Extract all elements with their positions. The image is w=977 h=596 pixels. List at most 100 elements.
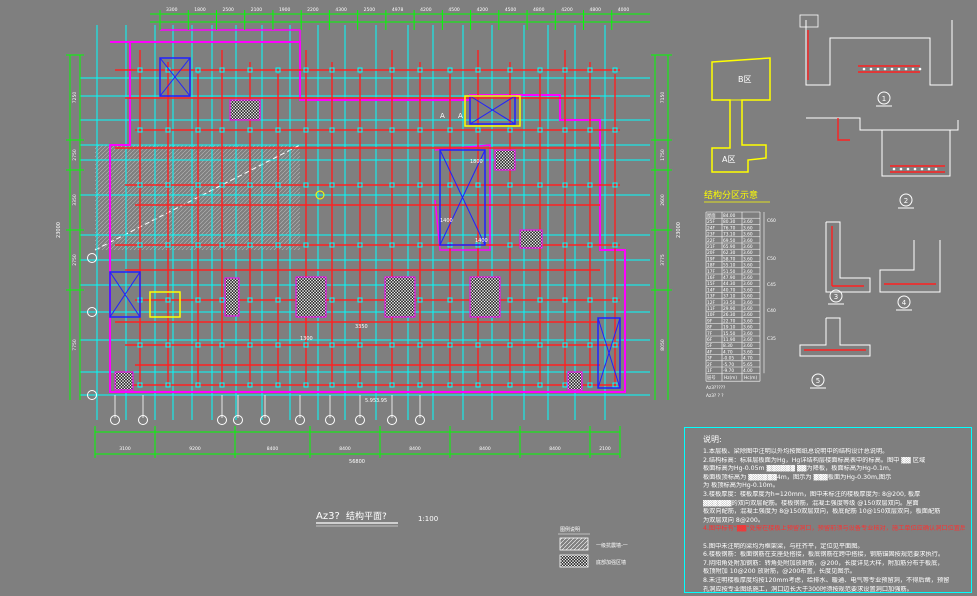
note-line: 3.楼板厚度：楼板厚度为h=120mm，图中未标注的楼板厚度为: 8@200, … — [703, 490, 921, 498]
column — [587, 182, 593, 188]
column — [562, 182, 568, 188]
hatch-light-icon — [559, 537, 589, 551]
table-cell-height: 3.60 — [743, 219, 753, 225]
table-cell-elev: 4.70 — [723, 349, 733, 355]
rebar-dot — [883, 67, 887, 71]
column — [612, 342, 618, 348]
column — [329, 67, 335, 73]
dimension-total-bottom: 56800 — [349, 459, 365, 465]
column — [587, 67, 593, 73]
table-cell-floor: 屋面 — [707, 213, 716, 219]
rebar-dot — [918, 67, 922, 71]
column — [389, 182, 395, 188]
column — [247, 242, 253, 248]
dimension-text-bottom: 2100 — [599, 446, 611, 452]
concrete-grade: C50 — [767, 256, 776, 262]
grid-bubble-icon — [355, 415, 365, 425]
note-line: 8.未注明楼板厚度均按120mm考虑，给排水、暖通、电气等专业预留洞，不得后凿，… — [703, 576, 950, 584]
column — [165, 182, 171, 188]
upper-wall — [160, 29, 301, 42]
column — [357, 342, 363, 348]
grid-bubble-icon — [217, 415, 227, 425]
shear-wall — [567, 371, 583, 391]
rebar-dot — [897, 67, 901, 71]
table-cell-height: 3.60 — [743, 337, 753, 343]
grid-bubble-icon — [138, 415, 148, 425]
legend-label: 底部加强区墙 — [596, 559, 626, 566]
grid-bubble-icon — [325, 415, 335, 425]
grid-bubble-icon — [415, 415, 425, 425]
detail-outline — [806, 117, 959, 131]
dimension-text-top: 4300 — [335, 7, 347, 13]
column — [219, 182, 225, 188]
column — [507, 242, 513, 248]
column — [612, 127, 618, 133]
dimension-text-top: 2500 — [222, 7, 234, 13]
detail-outline — [799, 317, 871, 357]
table-footer: Hc(m) — [744, 375, 757, 381]
table-cell-elev: 15.50 — [723, 331, 736, 337]
table-cell-height: 4.00 — [743, 368, 753, 374]
dimension-text-right: 8050 — [660, 339, 666, 351]
column — [417, 342, 423, 348]
table-cell-floor: 2F — [707, 362, 713, 368]
column — [562, 67, 568, 73]
detail-number: 5 — [816, 377, 820, 385]
rebar-dot — [911, 67, 915, 71]
column — [537, 297, 543, 303]
dimension-text-bottom: 8400 — [267, 446, 279, 452]
opening-cross — [439, 149, 486, 246]
table-cell-height: 3.60 — [743, 250, 753, 256]
column — [275, 297, 281, 303]
column — [562, 342, 568, 348]
column — [417, 182, 423, 188]
detail-bubble-icon — [811, 373, 825, 387]
column — [137, 242, 143, 248]
hatch-dark-icon — [559, 554, 589, 568]
table-cell-floor: 11F — [707, 306, 715, 312]
column — [507, 382, 513, 388]
column — [389, 382, 395, 388]
dimension-total-right: 23000 — [676, 222, 682, 238]
table-cell-height: 3.60 — [743, 244, 753, 250]
dimension-text-top: 4978 — [392, 7, 404, 13]
table-cell-elev: -0.05 — [723, 356, 734, 362]
detail-number: 4 — [902, 299, 907, 307]
column — [329, 382, 335, 388]
note-line: 7.阴阳角处附加钢筋：转角处附加放射筋，@200，长度详见大样，附加筋分布于板底… — [703, 559, 944, 567]
shear-wall — [295, 276, 327, 318]
plan-title-block: Az3?结构平面?1:100 — [316, 510, 438, 527]
rebar-dot — [899, 167, 903, 171]
column — [612, 182, 618, 188]
table-cell-height: 3.60 — [743, 238, 753, 244]
rebar-dot — [934, 167, 938, 171]
table-cell-elev: 73.10 — [723, 232, 736, 238]
column — [275, 342, 281, 348]
column — [195, 127, 201, 133]
table-cell-elev: 8.30 — [723, 343, 733, 349]
table-cell-elev: 84.00 — [723, 213, 736, 219]
column — [612, 382, 618, 388]
detail-number: 2 — [904, 197, 908, 205]
column — [417, 242, 423, 248]
table-cell-floor: 6F — [707, 337, 713, 343]
detail-rebar — [837, 118, 850, 141]
column — [507, 127, 513, 133]
column — [275, 382, 281, 388]
column — [329, 297, 335, 303]
column — [587, 242, 593, 248]
table-cell-floor: 4F — [707, 349, 713, 355]
table-cell-floor: 20F — [707, 250, 715, 256]
note-line: 5.图中未注明的梁均为框架梁，与柱齐平，定位见平面图。 — [703, 542, 864, 550]
note-line: 6.楼板钢筋：板面钢筋在支座处搭接，板底钢筋在跨中搭接，钢筋锚固按规范要求执行。 — [703, 551, 945, 559]
table-cell-elev: 58.70 — [723, 256, 736, 262]
table-cell-elev: 22.70 — [723, 318, 736, 324]
concrete-grade: C35 — [767, 336, 776, 342]
column — [195, 342, 201, 348]
dimension-text-top: 4500 — [448, 7, 460, 13]
column — [165, 297, 171, 303]
